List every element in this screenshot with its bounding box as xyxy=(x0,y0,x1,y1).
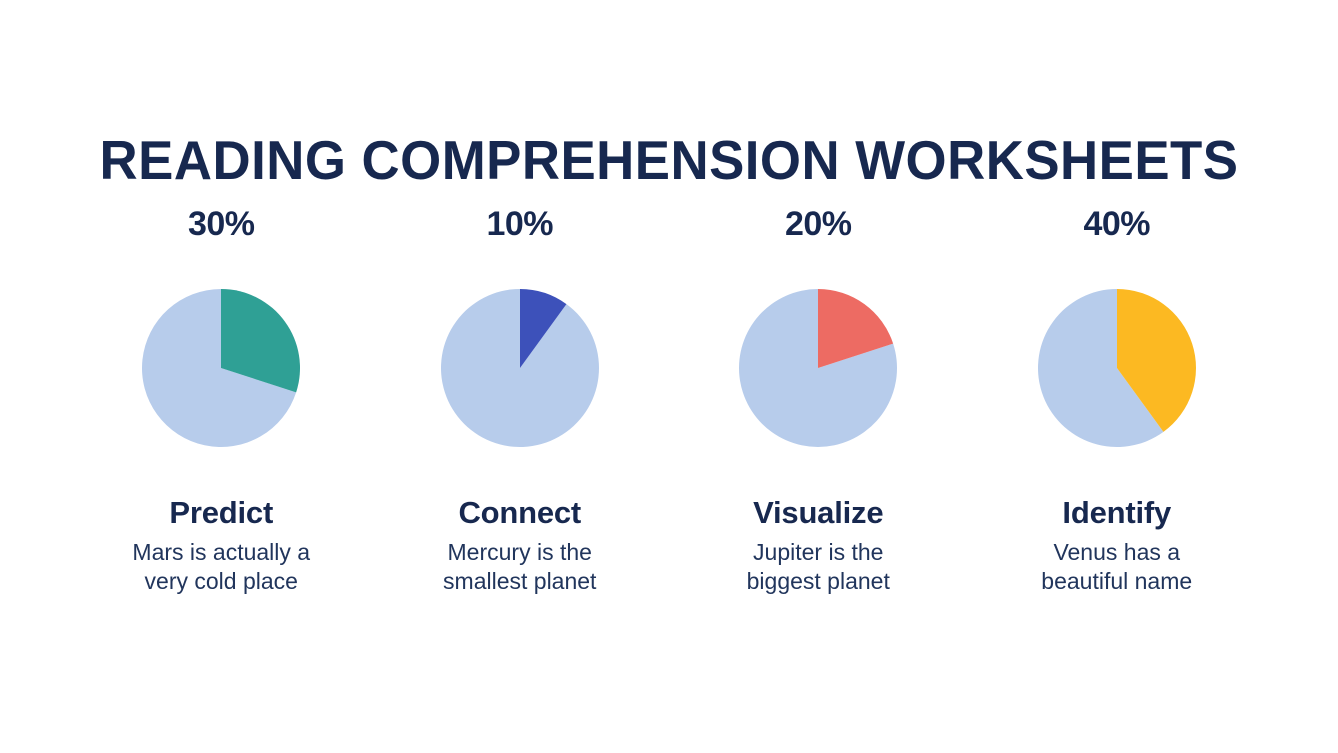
percent-label: 10% xyxy=(486,205,554,243)
caption-body: Jupiter is the biggest planet xyxy=(747,538,890,596)
pie-slice-accent xyxy=(221,289,301,393)
caption-body-line: very cold place xyxy=(144,568,298,594)
caption-body-line: biggest planet xyxy=(746,568,890,594)
chart-column-identify: 40% Identify Venus has a beautiful name xyxy=(968,205,1267,596)
caption-body: Mercury is the smallest planet xyxy=(443,538,596,596)
pie-slice-accent xyxy=(519,289,567,368)
pie-chart-identify xyxy=(1037,289,1196,447)
caption-body-line: smallest planet xyxy=(443,568,597,594)
pie-chart-svg xyxy=(739,289,898,447)
pie-slice-accent xyxy=(818,289,894,368)
percent-label: 30% xyxy=(187,205,255,243)
percent-label: 40% xyxy=(1083,205,1151,243)
caption-heading: Identify xyxy=(1062,495,1172,530)
percent-label: 20% xyxy=(784,205,852,243)
pie-chart-svg xyxy=(1037,289,1196,447)
caption-body: Mars is actually a very cold place xyxy=(132,538,310,596)
chart-column-predict: 30% Predict Mars is actually a very cold… xyxy=(72,205,371,596)
caption-body-line: beautiful name xyxy=(1041,568,1193,594)
pie-chart-predict xyxy=(142,289,301,447)
pie-chart-connect xyxy=(440,289,599,447)
pie-chart-svg xyxy=(440,289,599,447)
caption-body: Venus has a beautiful name xyxy=(1041,538,1192,596)
pie-slice-remainder xyxy=(1037,289,1164,447)
caption-body-line: Mercury is the xyxy=(447,539,592,565)
caption-heading: Visualize xyxy=(753,495,884,530)
pie-slice-accent xyxy=(1116,289,1196,432)
caption-body-line: Venus has a xyxy=(1053,539,1181,565)
chart-column-visualize: 20% Visualize Jupiter is the biggest pla… xyxy=(669,205,968,596)
pie-chart-visualize xyxy=(739,289,898,447)
pie-chart-svg xyxy=(142,289,301,447)
pie-slice-remainder xyxy=(142,289,297,447)
caption-heading: Predict xyxy=(169,495,274,530)
caption-body-line: Mars is actually a xyxy=(132,539,311,565)
caption-body-line: Jupiter is the xyxy=(753,539,884,565)
chart-column-connect: 10% Connect Mercury is the smallest plan… xyxy=(371,205,670,596)
caption-heading: Connect xyxy=(458,495,582,530)
pie-chart-row: 30% Predict Mars is actually a very cold… xyxy=(72,205,1266,596)
page-title: READING COMPREHENSION WORKSHEETS xyxy=(99,128,1239,191)
